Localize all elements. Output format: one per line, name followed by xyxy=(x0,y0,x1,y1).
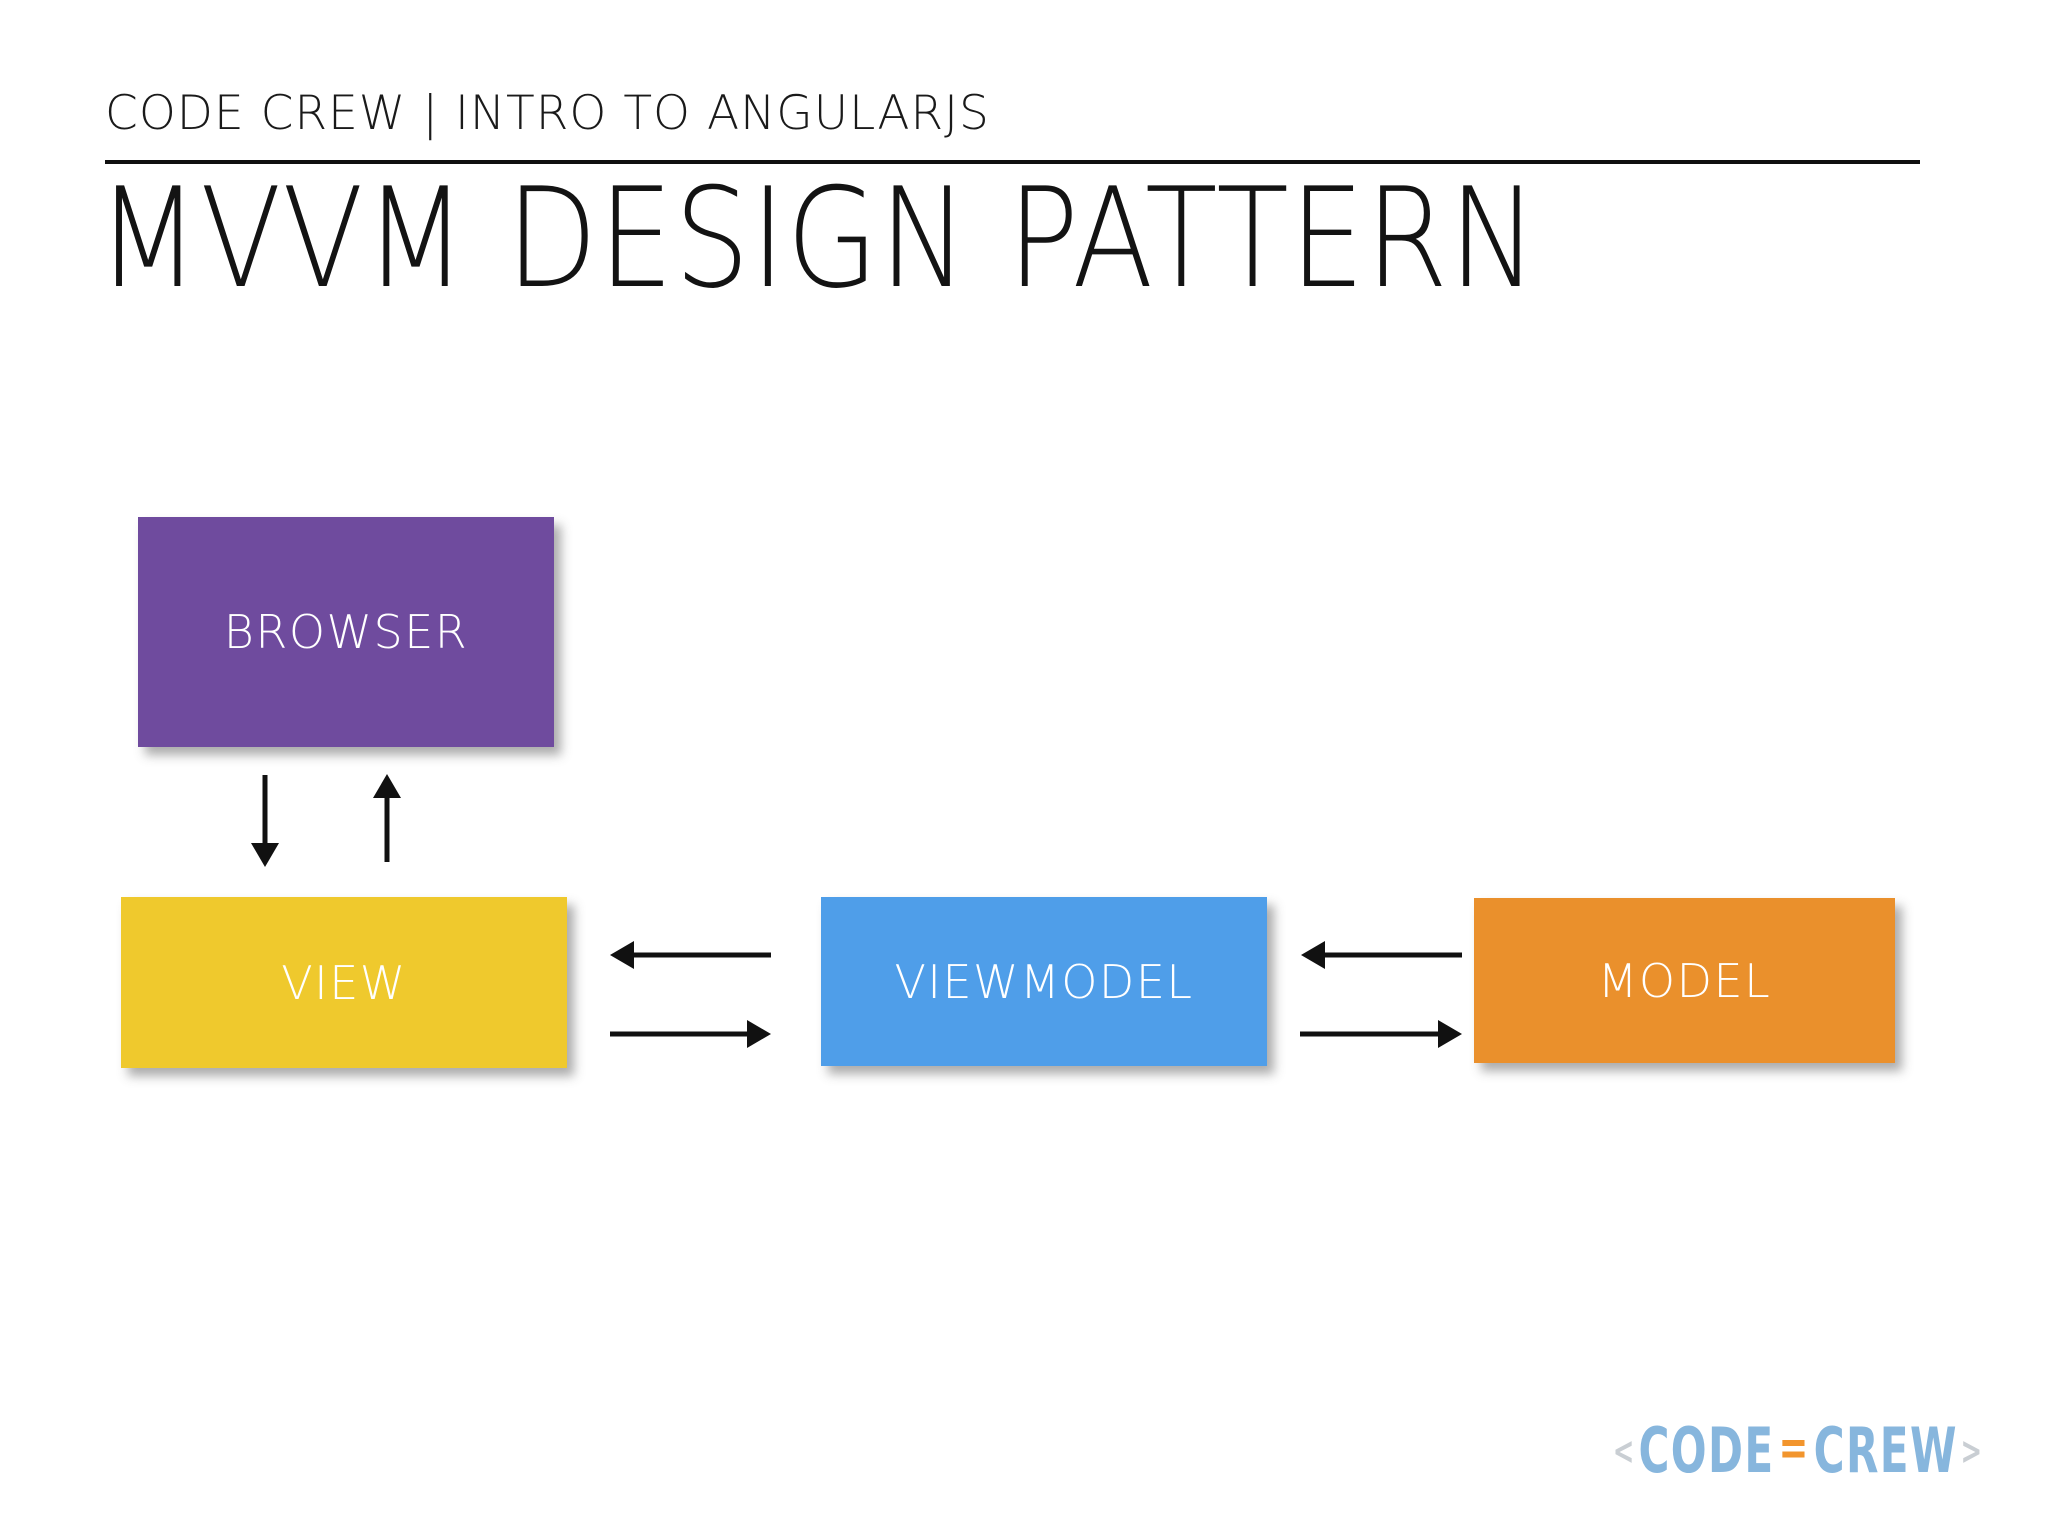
viewmodel-to-view-arrow-icon xyxy=(610,941,771,969)
browser-to-view-arrow-icon xyxy=(251,775,279,867)
model-to-viewmodel-arrow-icon xyxy=(1301,941,1462,969)
logo-crew-word: CREW xyxy=(1813,1414,1958,1487)
view-box-label: VIEW xyxy=(281,955,407,1010)
viewmodel-box: VIEWMODEL xyxy=(821,897,1267,1066)
browser-box: BROWSER xyxy=(138,517,554,747)
model-box-label: MODEL xyxy=(1597,953,1772,1008)
header-divider xyxy=(105,160,1920,164)
slide-kicker: CODE CREW | INTRO TO ANGULARJS xyxy=(105,86,990,141)
logo-code-word: CODE xyxy=(1638,1414,1775,1487)
logo-close-bracket: > xyxy=(1960,1429,1984,1473)
viewmodel-to-model-arrow-icon xyxy=(1300,1020,1462,1048)
browser-box-label: BROWSER xyxy=(223,605,469,659)
viewmodel-box-label: VIEWMODEL xyxy=(894,954,1194,1009)
view-to-viewmodel-arrow-icon xyxy=(610,1020,771,1048)
page-title: MVVM DESIGN PATTERN xyxy=(97,158,1539,319)
logo-open-bracket: < xyxy=(1612,1429,1636,1473)
view-box: VIEW xyxy=(121,897,567,1068)
logo-equals-icon: = xyxy=(1778,1418,1810,1478)
model-box: MODEL xyxy=(1474,898,1895,1063)
code-crew-logo: < CODE = CREW > xyxy=(1610,1420,1986,1482)
view-to-browser-arrow-icon xyxy=(373,774,401,862)
